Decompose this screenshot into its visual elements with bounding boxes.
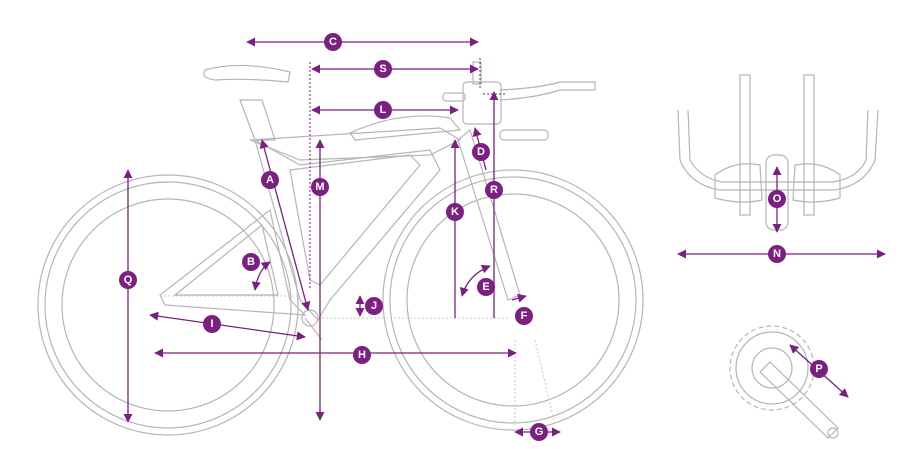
label-i: I (203, 315, 221, 333)
svg-text:D: D (477, 146, 485, 158)
label-h: H (353, 346, 371, 364)
label-p: P (810, 360, 828, 378)
label-j: J (365, 297, 383, 315)
svg-text:C: C (329, 36, 337, 48)
svg-text:A: A (266, 174, 274, 186)
svg-text:B: B (247, 256, 255, 268)
svg-text:O: O (773, 193, 782, 205)
label-k: K (446, 203, 464, 221)
label-o: O (768, 190, 786, 208)
label-e: E (477, 278, 495, 296)
label-g: G (530, 423, 548, 441)
label-l: L (374, 101, 392, 119)
svg-text:G: G (535, 426, 544, 438)
svg-text:K: K (451, 206, 459, 218)
svg-text:I: I (210, 318, 213, 330)
label-m: M (311, 178, 329, 196)
svg-text:H: H (358, 349, 366, 361)
svg-text:F: F (521, 310, 528, 322)
label-d: D (472, 143, 490, 161)
crankset (729, 325, 839, 439)
svg-text:N: N (773, 248, 781, 260)
label-s: S (374, 60, 392, 78)
svg-text:R: R (490, 184, 498, 196)
label-f: F (515, 307, 533, 325)
label-r: R (485, 181, 503, 199)
svg-text:P: P (815, 363, 822, 375)
front-wheel (382, 169, 644, 431)
svg-text:Q: Q (124, 274, 133, 286)
svg-text:J: J (371, 300, 377, 312)
label-b: B (242, 253, 260, 271)
svg-text:M: M (315, 181, 324, 193)
label-n: N (768, 245, 786, 263)
label-a: A (261, 171, 279, 189)
svg-text:L: L (380, 104, 387, 116)
svg-text:E: E (482, 281, 489, 293)
svg-text:S: S (379, 63, 386, 75)
label-c: C (324, 33, 342, 51)
label-q: Q (119, 271, 137, 289)
bike-illustration (37, 61, 644, 436)
